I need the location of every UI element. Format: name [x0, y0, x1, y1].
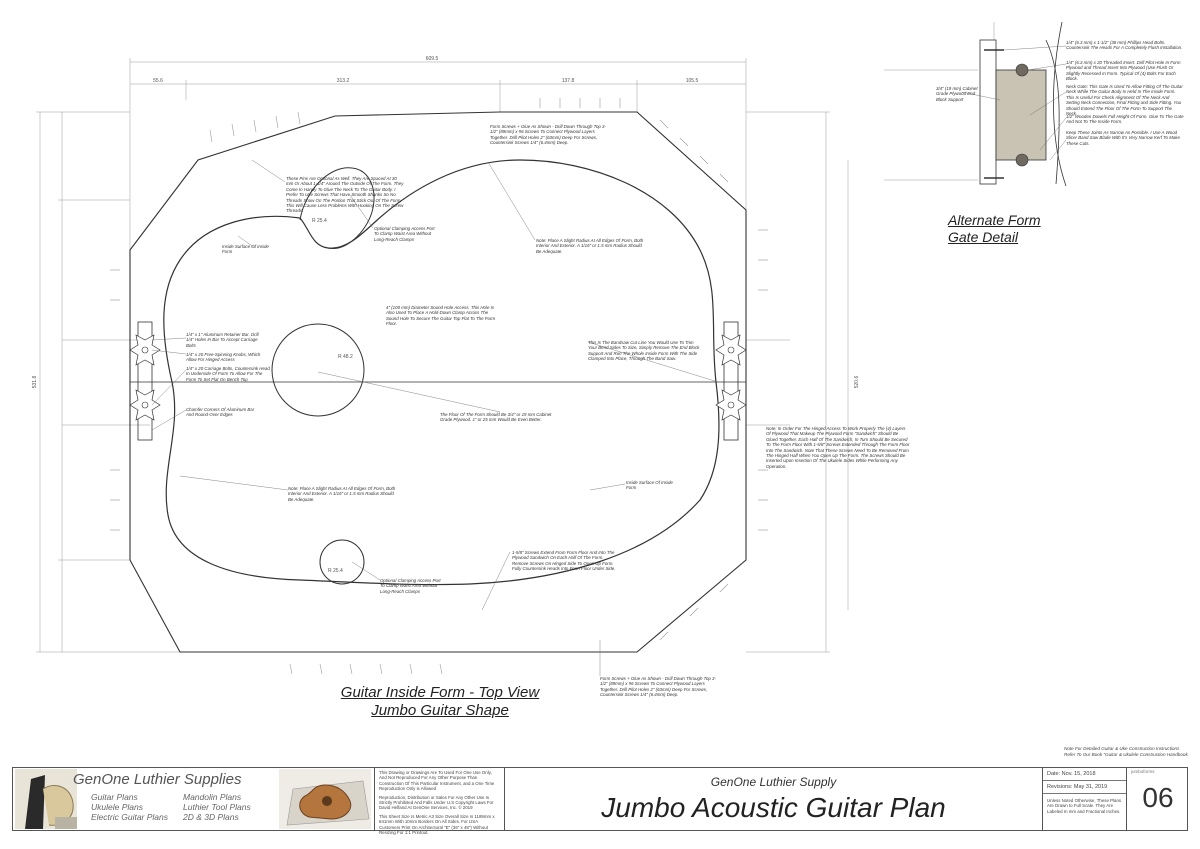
note-hinge: Note: In Order For The Hinged Access To … [766, 426, 910, 469]
dim-overall-width: 609.5 [426, 56, 439, 62]
plans-list-left: Guitar Plans Ukulele Plans Electric Guit… [91, 792, 168, 822]
detail-note-inserts: 1/4" (6.3 mm) x 20 Threaded Insert. Dril… [1066, 60, 1181, 82]
detail-view-title: Alternate Form Gate Detail [948, 212, 1068, 246]
detail-note-plywood: 3/4" (19 mm) Cabinet Grade Plywood End B… [936, 86, 978, 102]
brand-name: GenOne Luthier Supplies [73, 771, 242, 788]
note-screws-1-5-8: 1-5/8" Screws Extend From Form Floor And… [512, 550, 616, 572]
detail-view-title-line1: Alternate Form [948, 212, 1041, 228]
plan-item-electric: Electric Guitar Plans [91, 812, 168, 822]
dim-seg2: 313.2 [337, 78, 350, 84]
plan-item-ukulele: Ukulele Plans [91, 802, 143, 812]
revision-field: Revisions: May 31, 2019 [1043, 781, 1126, 794]
plan-item-guitar: Guitar Plans [91, 792, 138, 802]
brand-panel: GenOne Luthier Supplies Guitar Plans Uku… [13, 768, 375, 830]
title-panel: GenOne Luthier Supply Jumbo Acoustic Gui… [505, 768, 1043, 830]
date-field: Date: Nov. 15, 2018 [1043, 768, 1126, 781]
note-radius-bottom: Note: Place A Slight Radius At All Edges… [288, 486, 396, 502]
main-view-title-line1: Guitar Inside Form - Top View [340, 684, 540, 701]
book-reference-note: Note For Detailed Guitar & Uke Construct… [1064, 746, 1188, 757]
sheet-number-panel: jumboforms 06 [1127, 768, 1189, 830]
main-view-title: Guitar Inside Form - Top View Jumbo Guit… [300, 684, 580, 720]
dim-seg1: 55.6 [153, 78, 163, 84]
title-block: GenOne Luthier Supplies Guitar Plans Uku… [12, 767, 1189, 835]
note-chamfer: Chamfer Corners Of Aluminum Bar And Roun… [186, 407, 255, 418]
pin-marks [110, 98, 768, 675]
plan-item-mandolin: Mandolin Plans [183, 792, 242, 802]
plans-list-right: Mandolin Plans Luthier Tool Plans 2D & 3… [183, 792, 251, 822]
note-soundhole: 4" (100 mm) Diameter Sound Hole Access. … [386, 305, 496, 327]
dim-overall-height: 531.8 [32, 376, 38, 389]
note-pins: These Pins Are Optional As Well. They Ar… [286, 176, 404, 214]
left-hinge-hardware [129, 321, 161, 441]
note-form-screws-top: Form Screws + Glue As Shown - Drill Down… [490, 124, 606, 146]
note-retainer: 1/4" x 1" Aluminum Retainer Bar. Drill 1… [186, 332, 259, 348]
note-form-screws-bottom: Form Screws + Glue As Shown - Drill Down… [600, 676, 716, 698]
dim-right-height: 520.6 [854, 376, 860, 389]
right-dimensions [746, 111, 849, 653]
plan-item-2d-3d: 2D & 3D Plans [183, 812, 239, 822]
note-clamp-upper: Optional Clamping Access Port To Clamp W… [374, 226, 435, 242]
guitar-inside-outline [163, 159, 720, 586]
lower-clamp-circle [319, 539, 365, 585]
detail-note-dowels: 1/2" Wooden Dowels Full Height Of Form. … [1066, 114, 1184, 125]
upper-radius-label: R 25.4 [312, 218, 327, 224]
job-label: jumboforms [1131, 769, 1155, 774]
plan-title: Jumbo Acoustic Guitar Plan [601, 792, 946, 823]
company-name: GenOne Luthier Supply [710, 775, 837, 789]
note-floor: The Floor Of The Form Should Be 3/4" or … [440, 412, 552, 423]
left-dimensions [36, 111, 180, 653]
outer-form-outline [129, 111, 747, 653]
detail-note-bolts: 1/4" (6.3 mm) x 1-1/2" (38 mm) Phillips … [1066, 40, 1183, 51]
note-inside-lower: Inside Surface Of Inside Form [626, 480, 673, 491]
leader-lines [151, 159, 719, 676]
dim-seg4: 105.5 [686, 78, 699, 84]
upper-clamp-port [299, 167, 375, 249]
note-carriage: 1/4" x 20 Carriage Bolts, Countersink He… [186, 366, 270, 382]
soundhole-radius-label: R 48.2 [338, 354, 353, 360]
lower-radius-label: R 25.4 [328, 568, 343, 574]
legal-panel: This Drawing or Drawings Are To Used For… [375, 768, 505, 835]
soundhole-circle [271, 323, 365, 417]
top-dimensions [129, 58, 747, 250]
guitar-form-photo-icon [279, 769, 371, 829]
legal-text-3: This Sheet Size Is Metric A3 Size Overal… [379, 813, 495, 836]
guitar-bench-photo-icon [15, 769, 77, 829]
detail-view-title-line2: Gate Detail [948, 229, 1019, 245]
note-clamp-lower: Optional Clamping Access Port To Clamp W… [380, 578, 441, 594]
detail-note-joints: Keep These Joints As Narrow As Possible.… [1066, 130, 1180, 146]
legal-text-2: Reproduction, Distribution or Sales For … [379, 794, 494, 811]
main-view-title-line2: Jumbo Guitar Shape [371, 702, 509, 719]
sheet-number: 06 [1142, 782, 1174, 813]
detail-note-neck-gate: Neck Gate: This Gate Is Used To Allow Fi… [1066, 84, 1183, 117]
meta-panel: Date: Nov. 15, 2018 Revisions: May 31, 2… [1043, 768, 1127, 830]
plan-item-luthier-tool: Luthier Tool Plans [183, 802, 251, 812]
right-hinge-hardware [715, 321, 747, 441]
gate-detail-drawing [884, 21, 1067, 187]
note-knobs: 1/4" x 20 Free-Spinning Knobs, Which All… [186, 352, 261, 363]
dim-seg3: 137.8 [562, 78, 575, 84]
note-radius-top: Note: Place A Slight Radius At All Edges… [536, 238, 644, 254]
note-bandsaw: This Is The Bandsaw Cut Line You Would U… [588, 340, 700, 362]
note-inside-upper: Inside Surface Of Inside Form [222, 244, 269, 255]
legal-text-1: This Drawing or Drawings Are To Used For… [379, 770, 495, 792]
scale-note: Unless Noted Otherwise, These Plans Are … [1047, 798, 1122, 814]
